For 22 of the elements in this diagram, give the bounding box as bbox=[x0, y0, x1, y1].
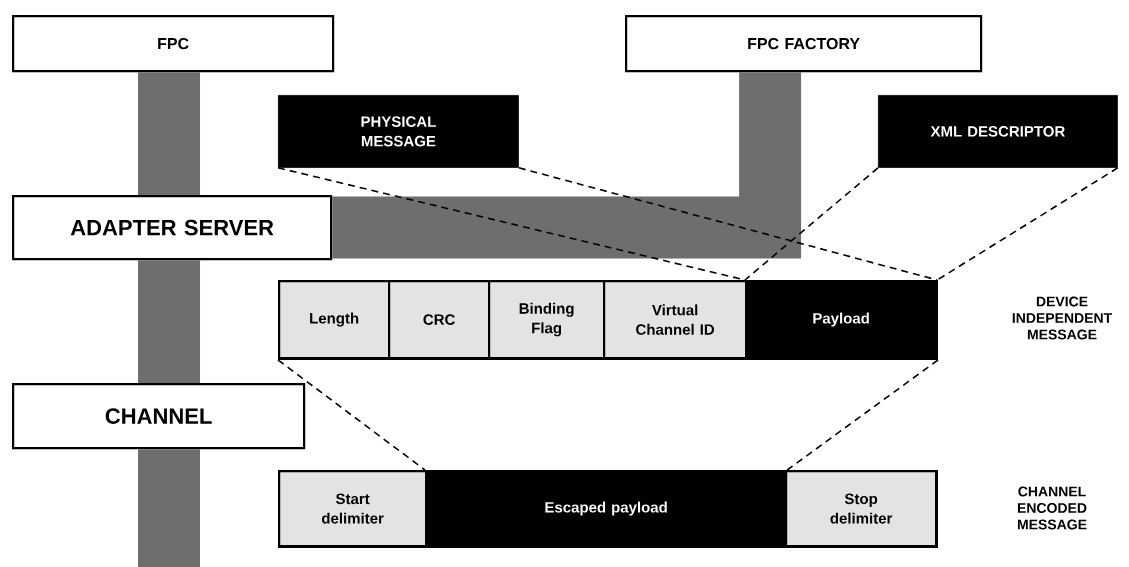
component-box: FPC bbox=[12, 15, 335, 73]
dashed-line bbox=[786, 359, 939, 471]
field-cell: CRC bbox=[388, 280, 491, 360]
hatched-band bbox=[138, 449, 200, 567]
field-cell: Start delimiter bbox=[278, 470, 428, 548]
side-label: DEVICE INDEPENDENT MESSAGE bbox=[1012, 296, 1112, 340]
field-cell: Virtual Channel ID bbox=[603, 280, 748, 360]
dashed-line bbox=[936, 167, 1119, 281]
side-label: CHANNEL ENCODED MESSAGE bbox=[1017, 486, 1087, 530]
component-box: FPC FACTORY bbox=[625, 15, 983, 73]
component-box: CHANNEL bbox=[12, 383, 306, 450]
component-box: ADAPTER SERVER bbox=[12, 195, 333, 261]
field-cell: Binding Flag bbox=[488, 280, 606, 360]
dashed-line bbox=[744, 167, 879, 281]
field-cell: Stop delimiter bbox=[785, 470, 938, 548]
dashed-line bbox=[518, 167, 938, 281]
field-cell: Payload bbox=[745, 280, 938, 360]
message-box: PHYSICAL MESSAGE bbox=[278, 95, 519, 168]
dashed-line bbox=[277, 359, 426, 471]
field-cell: Escaped payload bbox=[425, 470, 788, 548]
message-box: XML DESCRIPTOR bbox=[878, 95, 1118, 168]
field-cell: Length bbox=[278, 280, 391, 360]
